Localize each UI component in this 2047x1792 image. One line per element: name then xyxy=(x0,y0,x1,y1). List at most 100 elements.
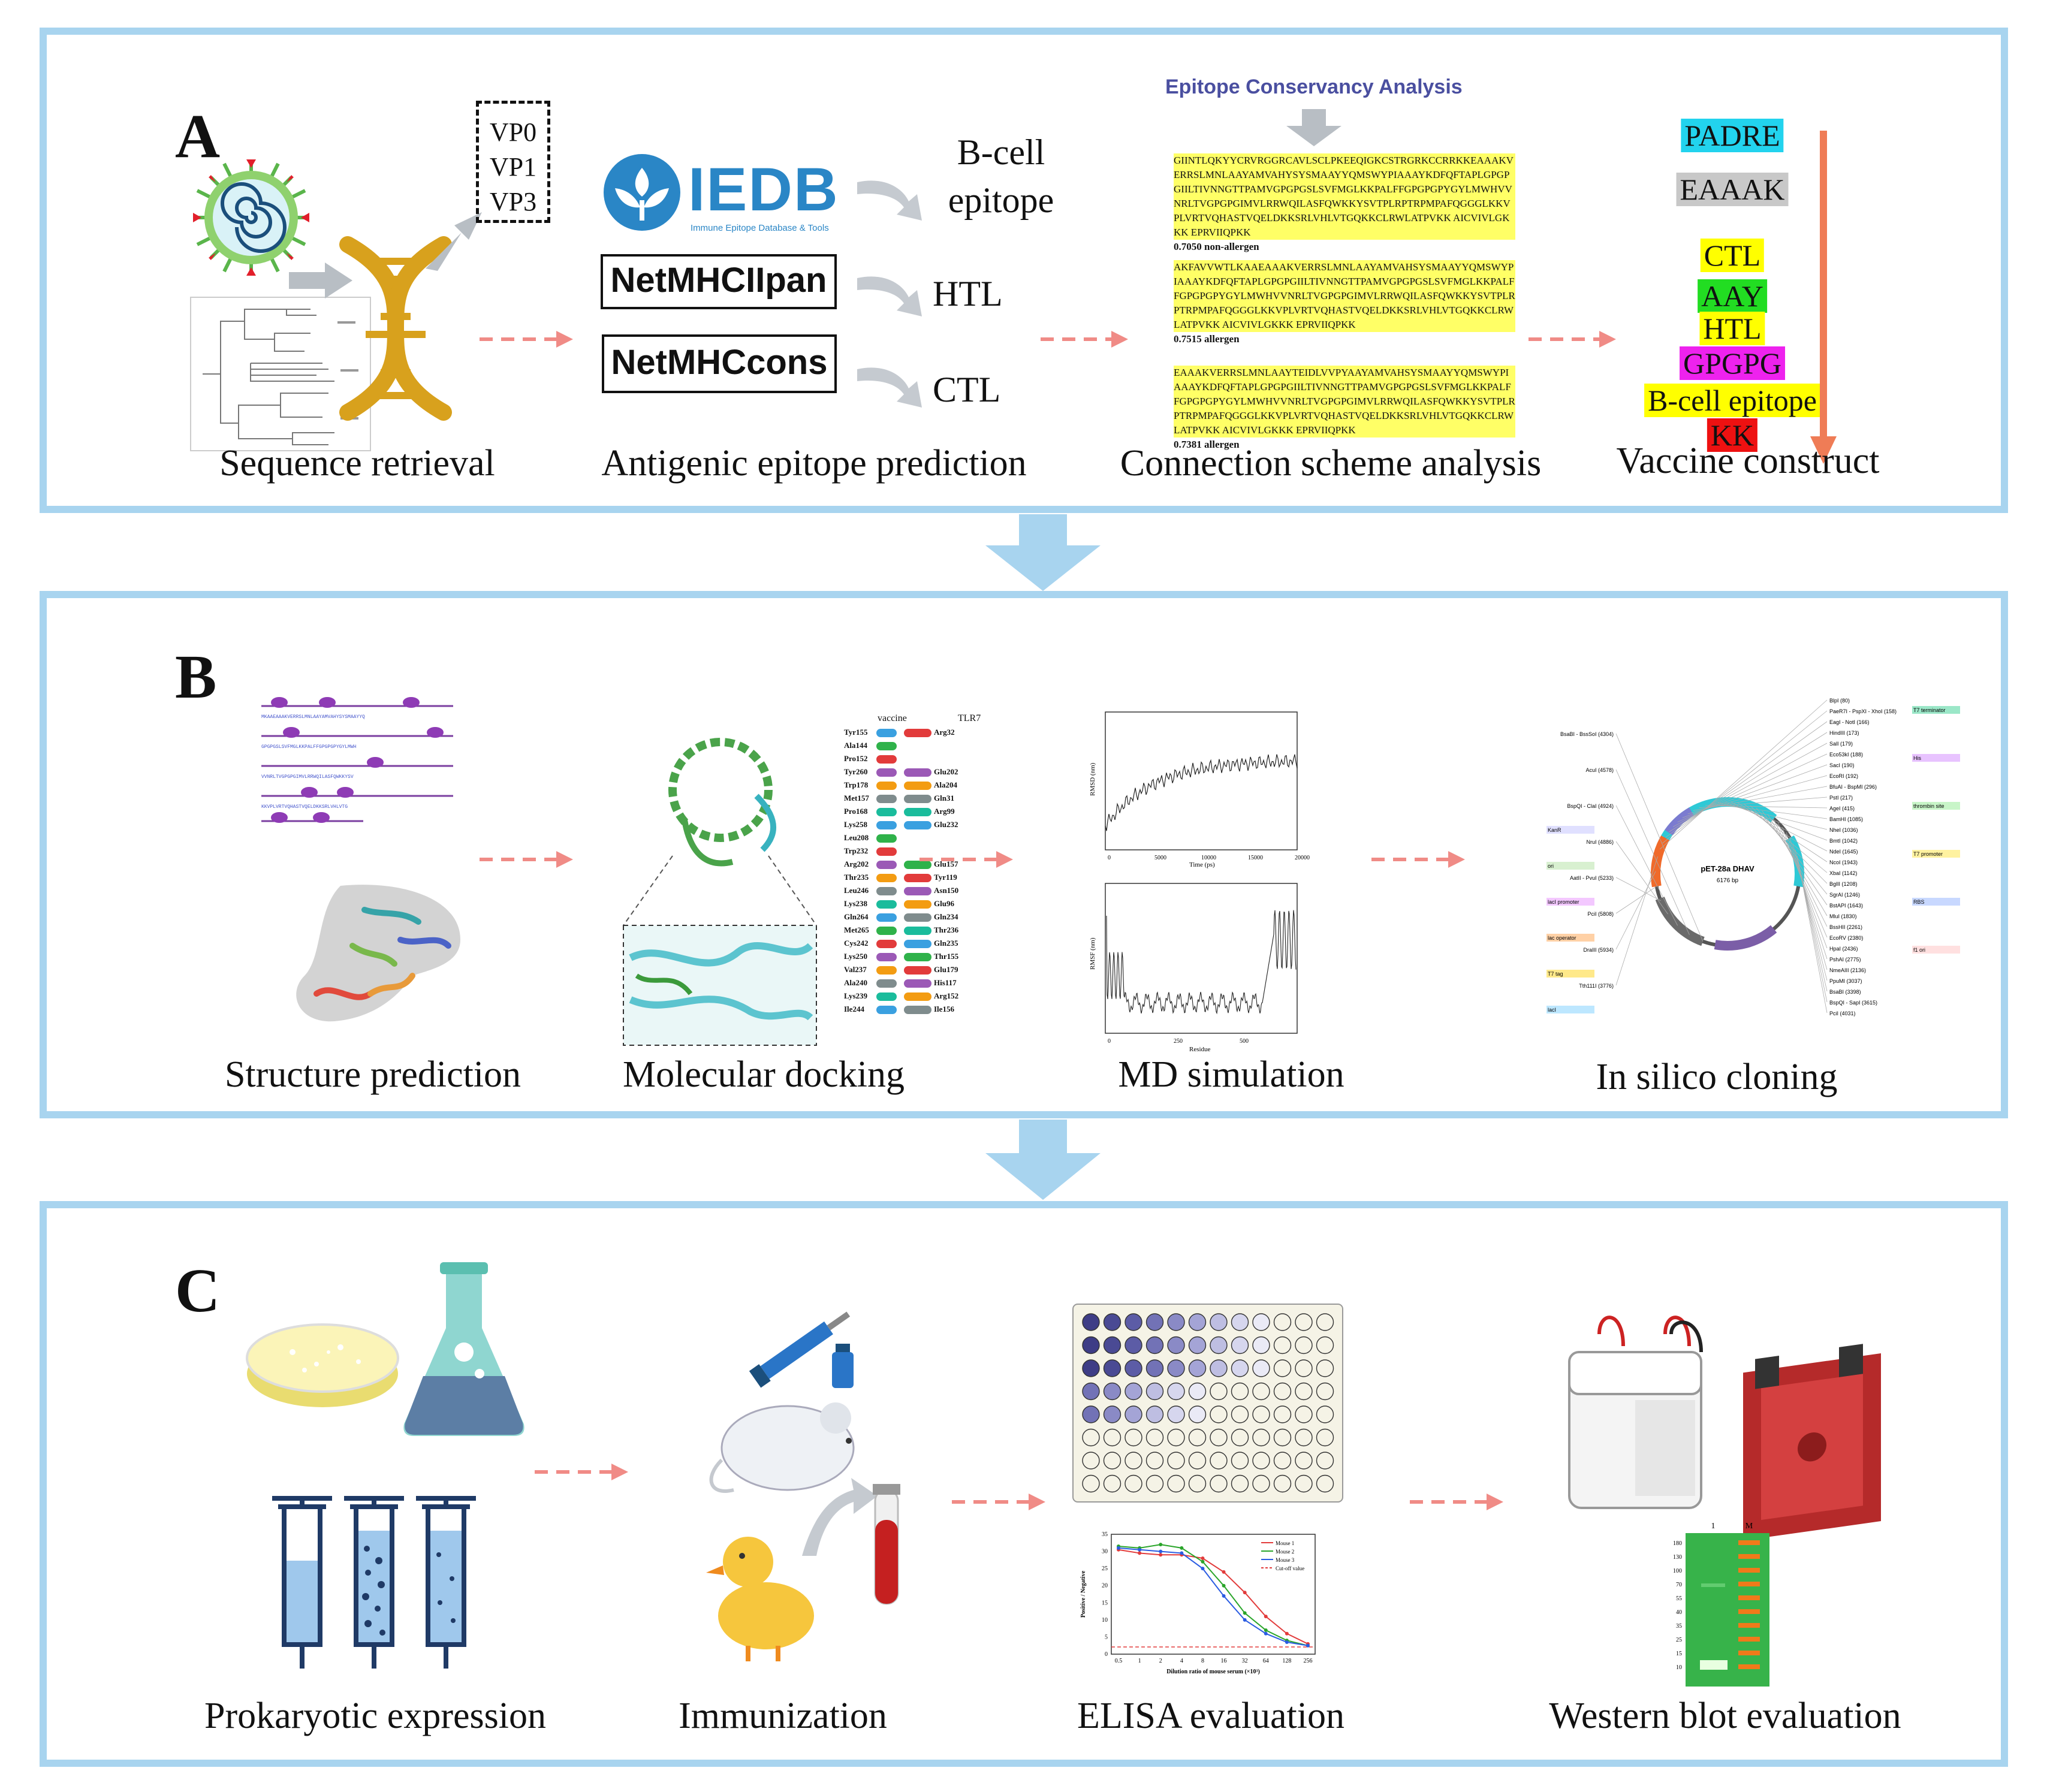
vaccine-residue: Ala240 xyxy=(844,978,897,988)
syringe-vial-icon xyxy=(749,1311,854,1388)
vaccine-segment-kk: KK xyxy=(1707,418,1758,452)
x-tick-label: 0 xyxy=(1108,1038,1111,1045)
caption-sequence-retrieval: Sequence retrieval xyxy=(219,443,495,484)
feature-badge xyxy=(1912,850,1960,858)
plate-well xyxy=(1188,1359,1207,1377)
restriction-site-label: PstI (217) xyxy=(1829,795,1853,801)
x-tick-label: 32 xyxy=(1242,1658,1248,1664)
marker-band xyxy=(1738,1664,1760,1669)
plate-well xyxy=(1295,1428,1313,1447)
site-leader xyxy=(1786,832,1828,960)
titer-point xyxy=(1180,1551,1184,1555)
vaccine-segment-padre: PADRE xyxy=(1681,119,1784,152)
sequence-text: GIINTLQKYYCRVRGGRCAVLSCLPKEEQIGKCSTRGRKC… xyxy=(1174,153,1515,240)
plate-well xyxy=(1273,1428,1292,1447)
feature-label: ori xyxy=(1548,863,1554,869)
duck-icon xyxy=(706,1537,814,1661)
titer-point xyxy=(1180,1546,1184,1550)
vaccine-residue: Trp232 xyxy=(844,846,897,856)
tlr7-residue: Ile156 xyxy=(904,1004,954,1015)
site-leader xyxy=(1615,877,1661,901)
plate-well xyxy=(1167,1336,1185,1354)
marker-band xyxy=(1738,1609,1760,1614)
vaccine-segment-gpgpg: GPGPG xyxy=(1680,346,1785,380)
plate-well xyxy=(1188,1382,1207,1401)
panel-b: B MKAAEAAAKVERRSLMNLAAYAMVAHYSYSMAAYYQ G… xyxy=(40,591,2008,1118)
feature-label: lacI xyxy=(1548,1007,1556,1013)
vaccine-segment-aay: AAY xyxy=(1698,279,1767,313)
restriction-site-label: EcoRV (2380) xyxy=(1829,935,1863,941)
plate-well xyxy=(1103,1313,1122,1331)
plate-well xyxy=(1273,1405,1292,1423)
tlr7-residue: Asn150 xyxy=(904,886,958,896)
plate-well xyxy=(1125,1405,1142,1423)
plate-well xyxy=(1145,1452,1164,1470)
titer-point xyxy=(1264,1631,1268,1636)
plate-well xyxy=(1231,1313,1249,1331)
site-leader xyxy=(1669,732,1828,832)
caption-epitope-prediction: Antigenic epitope prediction xyxy=(601,443,1027,484)
caption-western-blot: Western blot evaluation xyxy=(1549,1696,1901,1736)
plasmid-feature-arc xyxy=(1665,807,1695,835)
feature-label: His xyxy=(1913,755,1921,761)
plate-well xyxy=(1167,1428,1185,1447)
vaccine-residue: Thr235 xyxy=(844,873,897,882)
dashed-arrow-icon xyxy=(952,1494,1045,1510)
tlr7-residue: Glu157 xyxy=(904,859,958,870)
plate-well xyxy=(1082,1452,1100,1470)
titer-point xyxy=(1117,1546,1120,1550)
restriction-site-label: NheI (1036) xyxy=(1829,827,1858,833)
plate-well xyxy=(1167,1474,1185,1493)
vaccine-residue: Ile244 xyxy=(844,1004,897,1014)
grey-arrow-icon xyxy=(802,1478,878,1556)
residue-marker xyxy=(904,887,931,896)
marker-size-label: 130 xyxy=(1673,1554,1682,1561)
tlr7-residue: Thr155 xyxy=(904,952,958,962)
iedb-subtitle: Immune Epitope Database & Tools xyxy=(691,223,829,233)
feature-badge xyxy=(1912,802,1960,810)
titer-line xyxy=(1118,1549,1309,1645)
plate-well xyxy=(1125,1313,1142,1331)
residue-marker xyxy=(904,1006,931,1015)
restriction-site-label: BamHI (1085) xyxy=(1829,816,1863,822)
chart-bg xyxy=(1075,1522,1333,1684)
dashed-arrow-icon xyxy=(535,1464,628,1480)
plate-well xyxy=(1252,1382,1270,1401)
transfer-cassette-icon xyxy=(1743,1344,1881,1541)
residue-label: Gln31 xyxy=(934,794,954,803)
target-band xyxy=(1700,1660,1728,1670)
plate-well xyxy=(1316,1452,1334,1470)
plot-frame xyxy=(1111,1534,1316,1655)
x-tick-label: 16 xyxy=(1221,1658,1227,1664)
vaccine-residue: Gln264 xyxy=(844,912,897,922)
output-htl: HTL xyxy=(933,274,1003,313)
x-tick-label: 2 xyxy=(1159,1658,1162,1664)
residue-marker xyxy=(876,979,897,988)
feature-badge xyxy=(1912,754,1960,762)
plate-well xyxy=(1316,1382,1334,1401)
y-tick-label: 20 xyxy=(1102,1583,1108,1589)
residue-marker xyxy=(904,927,931,936)
residue-marker xyxy=(876,768,897,777)
plate-well xyxy=(1273,1474,1292,1493)
residue-marker xyxy=(904,953,931,962)
allergen-result: allergen xyxy=(1204,333,1240,345)
plate-well xyxy=(1252,1405,1270,1423)
tlr7-residue: His117 xyxy=(904,978,957,988)
y-tick-label: 0 xyxy=(1105,1651,1108,1658)
svg-text:MKAAEAAAKVERRSLMNLAAYAMVAHYSYS: MKAAEAAAKVERRSLMNLAAYAMVAHYSYSMAAYYQ xyxy=(261,714,365,720)
restriction-site-label: EcoRI (192) xyxy=(1829,773,1858,779)
plate-well xyxy=(1103,1382,1122,1401)
restriction-site-label: HpaI (2436) xyxy=(1829,946,1858,952)
x-tick-label: 500 xyxy=(1240,1038,1249,1045)
restriction-site-label: AgeI (415) xyxy=(1829,806,1855,811)
vaccine-residue: Lys238 xyxy=(844,899,897,909)
plate-well xyxy=(1210,1382,1228,1401)
residue-label: Thr236 xyxy=(934,925,959,934)
plate-well xyxy=(1167,1452,1185,1470)
plate-well xyxy=(1103,1405,1122,1423)
flask-icon xyxy=(403,1262,524,1436)
site-leader xyxy=(1665,721,1828,838)
restriction-site-label: BstAPI (1643) xyxy=(1829,903,1863,909)
restriction-site-label: BfuAI - BspMI (296) xyxy=(1829,784,1877,790)
